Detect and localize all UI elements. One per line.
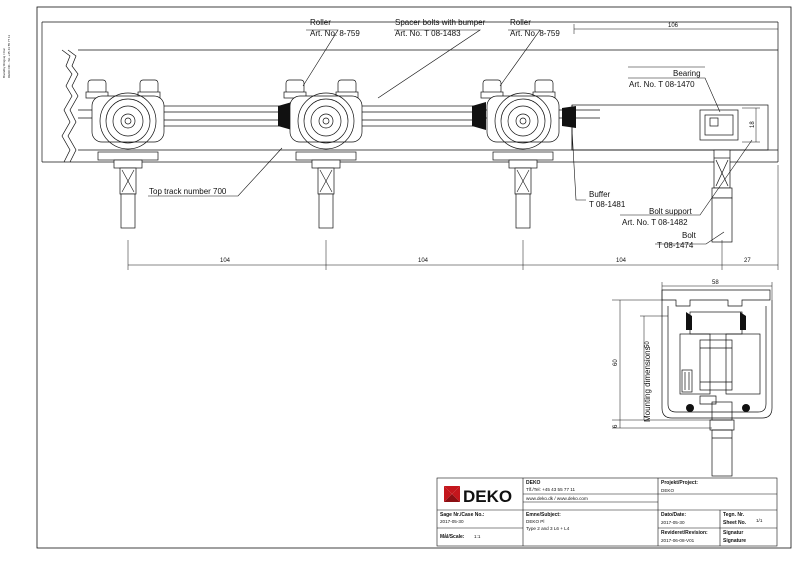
company-tel: Tlf./Tel: +45 43 55 77 11 <box>526 487 576 492</box>
roller-inner-ring <box>310 105 342 137</box>
roller-inner-ring <box>507 105 539 137</box>
leader-lines <box>148 29 753 245</box>
roller-body <box>289 95 363 143</box>
signature-label: Signatur <box>723 530 743 536</box>
dimension-lines <box>127 24 779 270</box>
roller-axle <box>124 117 132 125</box>
side-note-1: Brøndby Ringvej / Doc <box>2 47 6 78</box>
dim-profile-width: 58 <box>712 280 719 286</box>
roller-axle <box>519 117 527 125</box>
date-value: 2017-05-30 <box>661 520 685 525</box>
roller-ring <box>500 98 546 144</box>
label-buffer-art: T 08-1481 <box>589 200 626 209</box>
roller-bolt-cross <box>121 169 135 193</box>
label-roller-left: Roller <box>310 18 331 27</box>
case-label: Sage Nr./Case No.: <box>440 512 485 518</box>
label-bearing-art: Art. No. T 08-1470 <box>629 80 695 89</box>
case-value: 2017-05-30 <box>440 519 464 524</box>
label-spacer: Spacer bolts with bumper <box>395 18 486 27</box>
roller-bracket <box>97 151 159 161</box>
revision-label: Revideret/Revision: <box>661 530 708 536</box>
company-name: DEKO <box>526 480 541 486</box>
label-bolt-support-art: Art. No. T 08-1482 <box>622 218 688 227</box>
dim-mount-height: 50 <box>645 341 651 348</box>
dim-end: 27 <box>744 258 751 264</box>
deko-logo: DEKO <box>444 486 512 506</box>
label-spacer-art: Art. No. T 08-1483 <box>395 29 461 38</box>
dim-pitch-1: 104 <box>220 258 231 264</box>
sheet-value: 1/1 <box>756 518 763 523</box>
roller-ring <box>105 98 151 144</box>
dim-profile-height: 60 <box>613 359 619 366</box>
label-bolt-support: Bolt support <box>649 207 692 216</box>
roller-body <box>91 95 165 143</box>
label-bearing: Bearing <box>673 69 701 78</box>
roller-axle <box>322 117 330 125</box>
subject-value: DEKO Pl <box>526 519 544 524</box>
roller-bracket <box>492 151 554 161</box>
roller-outer-ring <box>297 92 355 150</box>
signature-label-2: Signature <box>723 538 746 544</box>
date-label: Dato/Date: <box>661 512 686 518</box>
roller-bolt-cross <box>516 169 530 193</box>
roller-hub <box>318 113 334 129</box>
roller-outer-ring <box>494 92 552 150</box>
roller-bracket <box>295 151 357 161</box>
roller-hub <box>515 113 531 129</box>
dim-top-width: 106 <box>668 23 679 29</box>
label-top-track: Top track number 700 <box>149 187 227 196</box>
subject-value-2: Type 2 and 3 L6 + L4 <box>526 526 570 531</box>
roller-ring <box>303 98 349 144</box>
cross-section <box>661 289 773 477</box>
logo-text: DEKO <box>463 487 512 506</box>
roller-bolt-shank <box>120 193 136 229</box>
sheet-border <box>36 6 792 549</box>
dim-pitch-2: 104 <box>418 258 429 264</box>
roller-nut <box>113 159 143 169</box>
label-roller-right: Roller <box>510 18 531 27</box>
label-bolt: Bolt <box>682 231 697 240</box>
roller-outer-ring <box>99 92 157 150</box>
cross-section-fills <box>686 312 750 412</box>
subject-label: Emne/Subject: <box>526 512 561 518</box>
roller-bolt-shank <box>318 193 334 229</box>
side-note-2: DEKO DK - Tel. +45 43 55 77 11 <box>7 35 11 78</box>
label-bolt-art: T 08-1474 <box>657 241 694 250</box>
label-roller-right-art: Art. No. 8-759 <box>510 29 560 38</box>
roller-bolt-shank <box>515 193 531 229</box>
label-mounting: Mounting dimensions <box>643 346 652 422</box>
scale-label: Mål/Scale: <box>440 533 465 540</box>
roller-nut <box>508 159 538 169</box>
label-buffer: Buffer <box>589 190 611 199</box>
project-label: Projekt/Project: <box>661 480 698 486</box>
revision-value: 2017-06-08-V01 <box>661 538 695 543</box>
roller-inner-ring <box>112 105 144 137</box>
title-block <box>436 477 778 547</box>
dim-bearing-h: 18 <box>750 121 756 128</box>
roller-hub <box>120 113 136 129</box>
bumpers <box>278 102 576 130</box>
drawing-label: Tegn. Nr. <box>723 512 745 518</box>
deko-logo-mark <box>444 486 460 502</box>
scale-value: 1:1 <box>474 534 481 539</box>
dim-base: 6 <box>613 424 619 428</box>
cross-section-dims <box>612 282 773 429</box>
sheet-label: Sheet No. <box>723 520 747 526</box>
project-value: DEKO <box>661 488 674 493</box>
bolt-assembly <box>711 149 733 243</box>
company-web: www.deko.dk / www.deko.com <box>526 496 588 501</box>
roller-bolt-cross <box>319 169 333 193</box>
label-roller-left-art: Art. No. 8-759 <box>310 29 360 38</box>
dim-pitch-3: 104 <box>616 258 627 264</box>
roller-body <box>486 95 560 143</box>
roller-carriages <box>85 79 560 229</box>
roller-nut <box>311 159 341 169</box>
